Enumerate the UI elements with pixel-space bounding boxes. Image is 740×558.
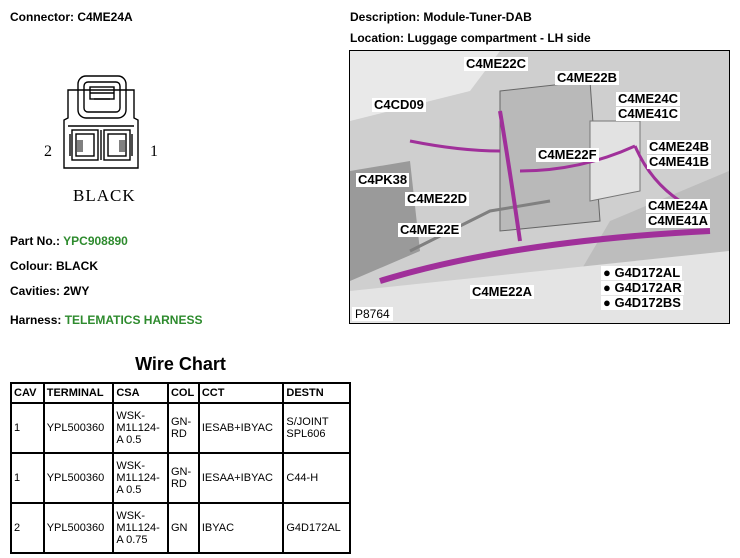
callout-c4me41a: C4ME41A [646,213,710,228]
cell-csa: WSK-M1L124-A 0.75 [112,502,169,554]
part-no-row: Part No.: YPC908890 [10,234,128,248]
callout-c4pk38: C4PK38 [356,172,410,187]
header-cct: CCT [197,382,285,404]
ground-g4d172ar-label: G4D172AR [614,280,682,295]
harness-label: Harness: [10,313,62,327]
location-photo: C4ME22C C4ME22B C4CD09 C4ME24C C4ME41C C… [349,50,730,324]
location-label: Location: Luggage compartment - LH side [350,31,591,45]
cell-destn: C44-H [282,452,351,504]
colour-label: Colour: BLACK [10,259,98,273]
callout-c4me22c: C4ME22C [464,56,528,71]
cell-csa: WSK-M1L124-A 0.5 [112,402,169,454]
cell-col: GN-RD [166,402,200,454]
cell-cav: 1 [10,452,45,504]
cavities-label: Cavities: 2WY [10,284,90,298]
harness-value: TELEMATICS HARNESS [64,313,203,327]
cell-terminal: YPL500360 [42,502,115,554]
wire-chart-title: Wire Chart [135,354,226,374]
ground-g4d172al: ● G4D172AL [601,265,683,280]
cell-csa: WSK-M1L124-A 0.5 [112,452,169,504]
cell-destn: S/JOINT SPL606 [282,402,351,454]
header-col: COL [166,382,200,404]
connector-face-diagram [63,75,139,169]
header-destn: DESTN [282,382,351,404]
callout-c4cd09: C4CD09 [372,97,426,112]
cell-cct: IESAA+IBYAC [197,452,285,504]
cell-cct: IBYAC [197,502,285,554]
callout-c4me22e: C4ME22E [398,222,462,237]
cell-destn: G4D172AL [282,502,351,554]
callout-c4me22a: C4ME22A [470,284,534,299]
callout-c4me22f: C4ME22F [536,147,599,162]
ground-g4d172al-label: G4D172AL [614,265,681,280]
connector-color-label: BLACK [73,186,136,205]
cell-col: GN [166,502,200,554]
callout-c4me22d: C4ME22D [405,191,469,206]
cell-cav: 1 [10,402,45,454]
cell-cav: 2 [10,502,45,554]
header-cav: CAV [10,382,45,404]
wire-chart-header-row: CAV TERMINAL CSA COL CCT DESTN [10,382,351,404]
callout-c4me22b: C4ME22B [555,70,619,85]
ground-g4d172bs: ● G4D172BS [601,295,683,310]
table-row: 2 YPL500360 WSK-M1L124-A 0.75 GN IBYAC G… [10,502,351,554]
header-csa: CSA [112,382,169,404]
cell-cct: IESAB+IBYAC [197,402,285,454]
harness-row: Harness: TELEMATICS HARNESS [10,313,203,327]
photo-reference: P8764 [352,307,393,321]
callout-c4me41c: C4ME41C [616,106,680,121]
part-no-value: YPC908890 [63,234,128,248]
callout-c4me24c: C4ME24C [616,91,680,106]
description-label: Description: Module-Tuner-DAB [350,10,532,24]
ground-g4d172ar: ● G4D172AR [601,280,684,295]
pin-label-right: 1 [150,143,158,160]
connector-label: Connector: C4ME24A [10,10,133,24]
callout-c4me41b: C4ME41B [647,154,711,169]
callout-c4me24b: C4ME24B [647,139,711,154]
part-no-label: Part No.: [10,234,61,248]
callout-c4me24a: C4ME24A [646,198,710,213]
table-row: 1 YPL500360 WSK-M1L124-A 0.5 GN-RD IESAB… [10,402,351,454]
wire-chart-table: CAV TERMINAL CSA COL CCT DESTN 1 YPL5003… [10,382,351,554]
ground-g4d172bs-label: G4D172BS [614,295,681,310]
cell-terminal: YPL500360 [42,402,115,454]
pin-label-left: 2 [44,143,52,160]
header-terminal: TERMINAL [42,382,115,404]
cell-col: GN-RD [166,452,200,504]
cell-terminal: YPL500360 [42,452,115,504]
table-row: 1 YPL500360 WSK-M1L124-A 0.5 GN-RD IESAA… [10,452,351,504]
